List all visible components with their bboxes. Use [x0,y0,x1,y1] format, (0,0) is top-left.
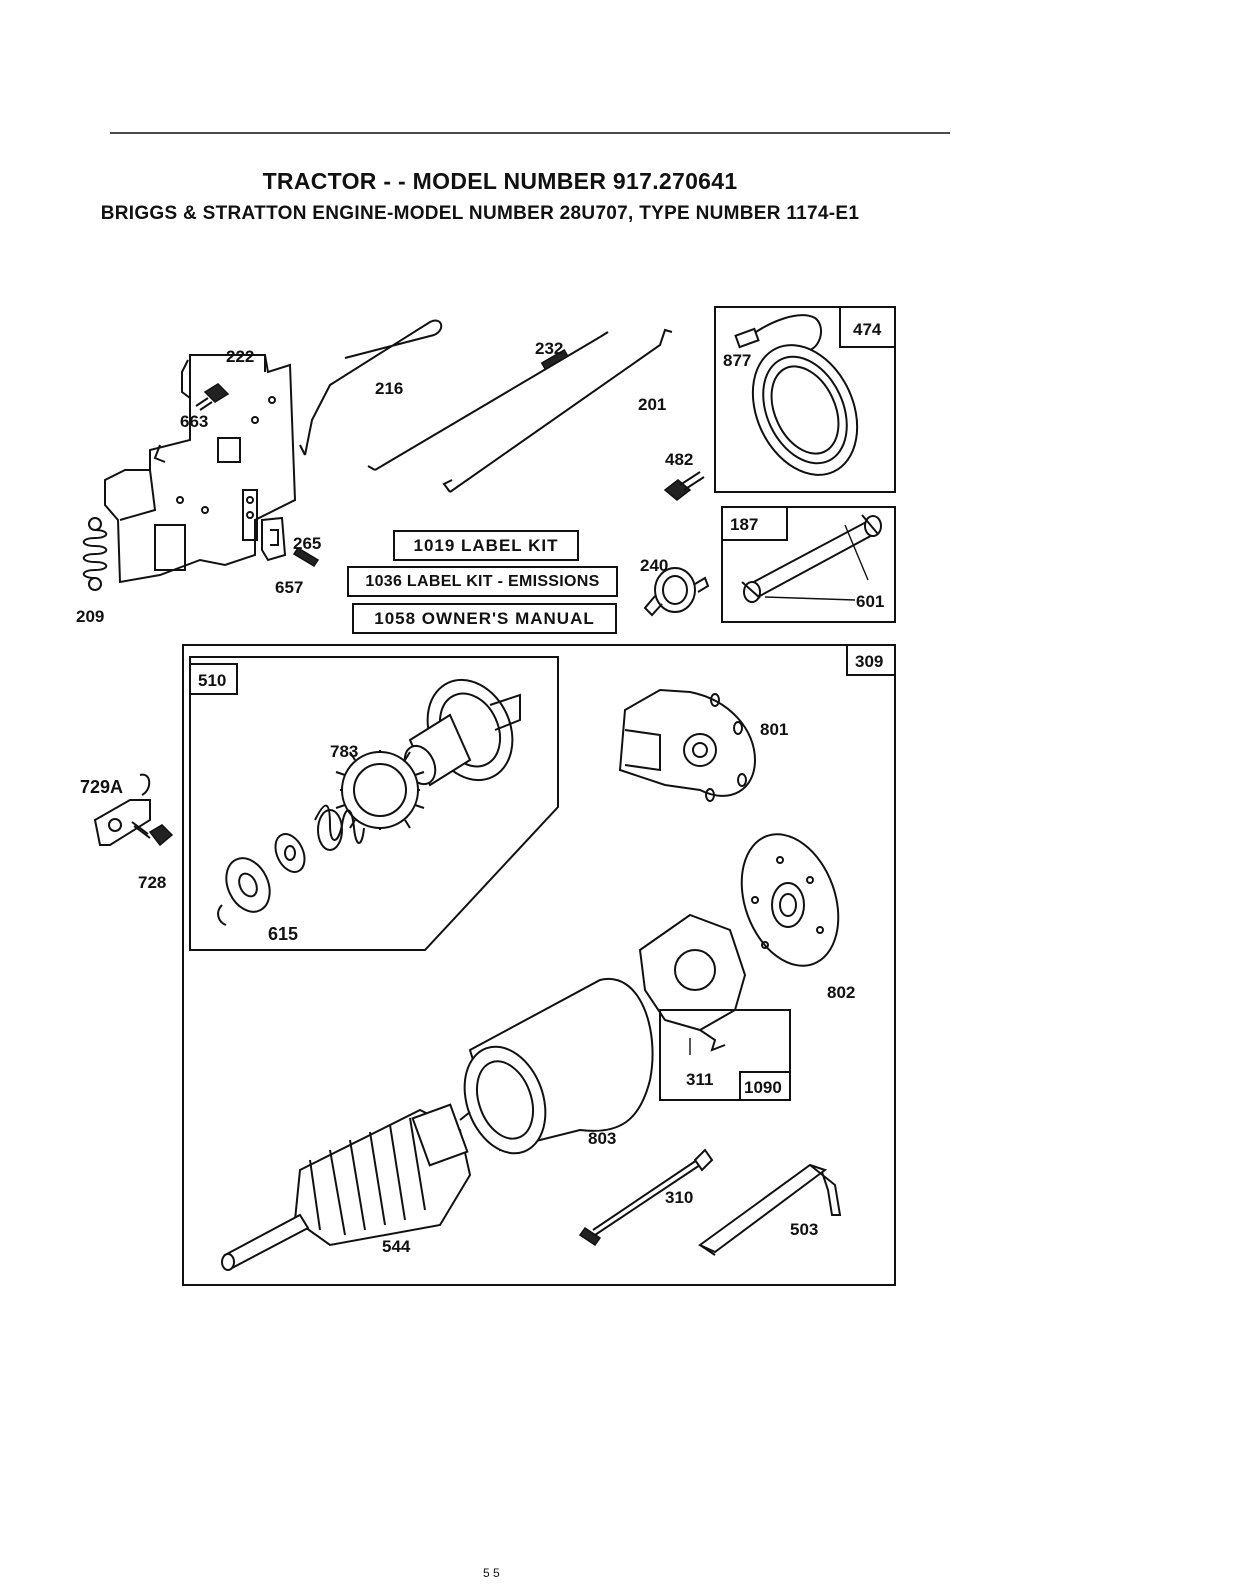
hose-part-187 [742,515,881,602]
brush-holder-part-311 [640,915,745,1050]
page-number: 5 5 [483,1566,500,1580]
label-728: 728 [138,873,166,892]
filter-part-240 [645,568,708,615]
label-510: 510 [198,671,226,690]
label-240: 240 [640,556,668,575]
label-729a: 729A [80,777,123,797]
cover-plate-part-802 [724,821,855,980]
bolt-part-482 [665,472,704,500]
rod-part-232 [368,332,608,470]
armature-part-544 [222,1105,470,1270]
label-544: 544 [382,1237,411,1256]
clip-part-265 [262,518,285,560]
label-601: 601 [856,592,884,611]
label-877: 877 [723,351,751,370]
strap-part-503 [700,1165,840,1255]
label-222: 222 [226,347,254,366]
label-309: 309 [855,652,883,671]
label-1090: 1090 [744,1078,782,1097]
label-657: 657 [275,578,303,597]
label-615: 615 [268,924,298,944]
label-311: 311 [686,1070,713,1089]
rod-part-216 [305,321,441,455]
label-803: 803 [588,1129,616,1148]
label-201: 201 [638,395,666,414]
label-310: 310 [665,1188,693,1207]
housing-part-803 [450,979,652,1165]
label-187: 187 [730,515,758,534]
kit-label-1036: 1036 LABEL KIT - EMISSIONS [347,566,618,597]
label-216: 216 [375,379,403,398]
stator-part-474 [733,315,877,492]
kit-label-1058: 1058 OWNER'S MANUAL [352,603,617,634]
label-482: 482 [665,450,693,469]
label-801: 801 [760,720,788,739]
kit-label-1019: 1019 LABEL KIT [393,530,579,561]
label-209: 209 [76,607,104,626]
bolt-part-728 [132,822,172,845]
spring-part-209 [84,518,107,590]
collar-part-615 [218,851,278,925]
washer-part [270,829,310,876]
label-503: 503 [790,1220,818,1239]
label-783: 783 [330,742,358,761]
label-474: 474 [853,320,882,339]
label-265: 265 [293,534,321,553]
label-232: 232 [535,339,563,358]
label-802: 802 [827,983,855,1002]
end-plate-part-801 [620,690,755,801]
label-663: 663 [180,412,208,431]
